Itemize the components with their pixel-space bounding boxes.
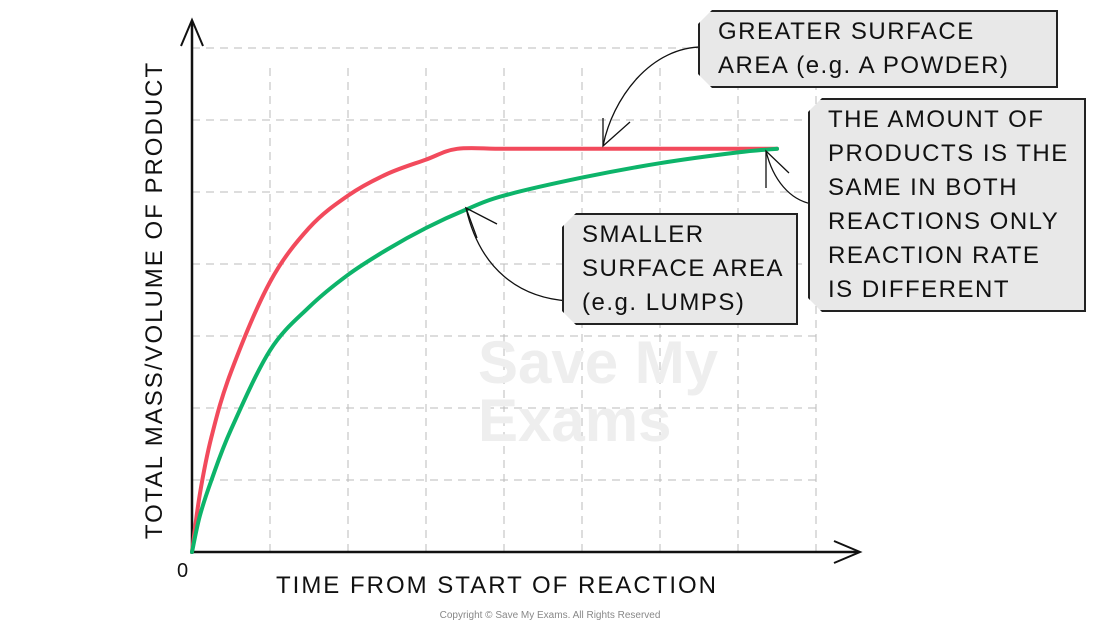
callout-smaller-surface-area: SMALLER SURFACE AREA (e.g. LUMPS) bbox=[562, 213, 798, 325]
callout-line: PRODUCTS IS THE bbox=[828, 140, 1069, 167]
series-line-smaller-surface-area bbox=[190, 146, 779, 554]
callout-line: REACTIONS ONLY bbox=[828, 208, 1060, 235]
axes bbox=[180, 17, 863, 564]
callout-line: SURFACE AREA bbox=[582, 255, 785, 282]
arrow-smaller-head bbox=[464, 206, 498, 239]
callout-same-amount: THE AMOUNT OF PRODUCTS IS THE SAME IN BO… bbox=[808, 98, 1086, 312]
x-axis-arrow bbox=[833, 540, 863, 564]
callout-line: SMALLER bbox=[582, 221, 705, 248]
callout-line: SAME IN BOTH bbox=[828, 174, 1019, 201]
arrow-smaller bbox=[465, 207, 570, 302]
x-axis-label: TIME FROM START OF REACTION bbox=[276, 572, 718, 599]
callout-line: IS DIFFERENT bbox=[828, 276, 1011, 303]
arrow-greater-head bbox=[602, 118, 631, 148]
arrow-same bbox=[765, 150, 813, 205]
callout-line: (e.g. LUMPS) bbox=[582, 289, 746, 316]
y-axis-arrow bbox=[180, 17, 204, 47]
arrow-greater bbox=[602, 46, 707, 147]
y-axis-label: TOTAL MASS/VOLUME OF PRODUCT bbox=[141, 61, 168, 539]
origin-label: 0 bbox=[177, 560, 188, 582]
arrow-same-head bbox=[765, 149, 790, 188]
copyright: Copyright © Save My Exams. All Rights Re… bbox=[439, 610, 661, 621]
callout-line: REACTION RATE bbox=[828, 242, 1041, 269]
callout-line: AREA (e.g. A POWDER) bbox=[718, 52, 1010, 79]
series-line-greater-surface-area bbox=[190, 146, 779, 554]
callout-line: GREATER SURFACE bbox=[718, 18, 975, 45]
callout-line: THE AMOUNT OF bbox=[828, 106, 1045, 133]
callout-greater-surface-area: GREATER SURFACE AREA (e.g. A POWDER) bbox=[698, 10, 1058, 88]
